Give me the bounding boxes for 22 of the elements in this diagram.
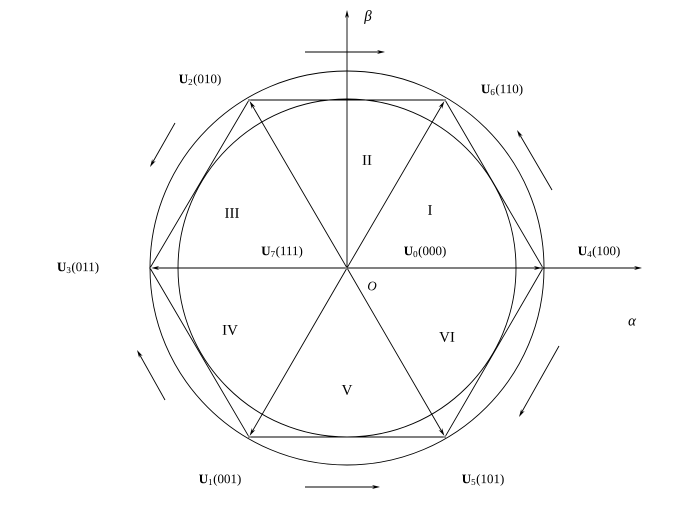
vector-label: U$_{5}$(101) <box>462 474 504 486</box>
sector-label: VI <box>439 332 454 342</box>
origin-label: O <box>368 282 376 290</box>
vector-label: U$_{3}$(011) <box>57 262 98 274</box>
hexagon-side <box>445 100 543 268</box>
axis-label: β <box>364 10 372 24</box>
vector-label: U$_{2}$(010) <box>179 74 221 86</box>
vector-label: U$_{0}$(000) <box>404 246 446 258</box>
sector-label: I <box>428 205 432 215</box>
vector-label: U$_{6}$(110) <box>481 84 522 96</box>
hexagon-side <box>150 100 249 268</box>
hexagon-side <box>445 268 543 436</box>
axis-label: α <box>628 318 636 326</box>
sector-label: V <box>342 384 352 395</box>
hexagon-side <box>150 268 249 436</box>
sector-label: II <box>362 155 372 165</box>
sector-label: IV <box>222 324 238 335</box>
vector-label: U$_{7}$(111) <box>262 246 302 258</box>
vector-label: U$_{1}$(001) <box>199 474 241 486</box>
hexagon-side <box>250 436 444 438</box>
vector-label: U$_{4}$(100) <box>578 246 620 258</box>
sector-label: III <box>225 208 239 218</box>
